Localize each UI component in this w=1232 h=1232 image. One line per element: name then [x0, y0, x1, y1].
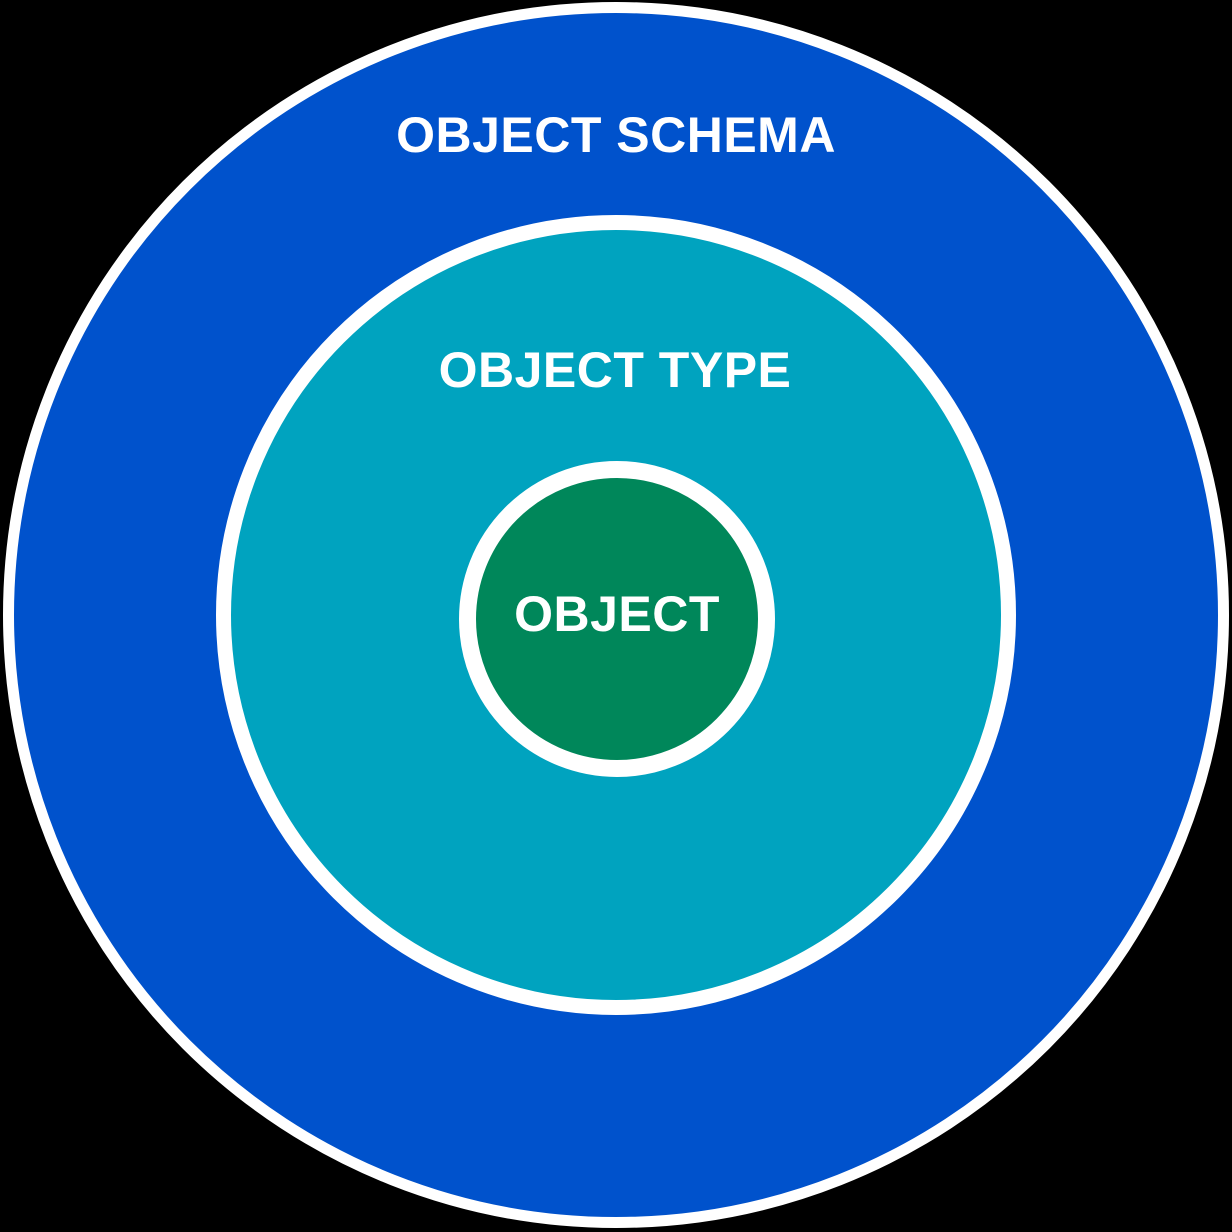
- object-label: OBJECT: [514, 586, 720, 642]
- object-type-label: OBJECT TYPE: [438, 342, 792, 398]
- object-schema-label: OBJECT SCHEMA: [396, 107, 836, 163]
